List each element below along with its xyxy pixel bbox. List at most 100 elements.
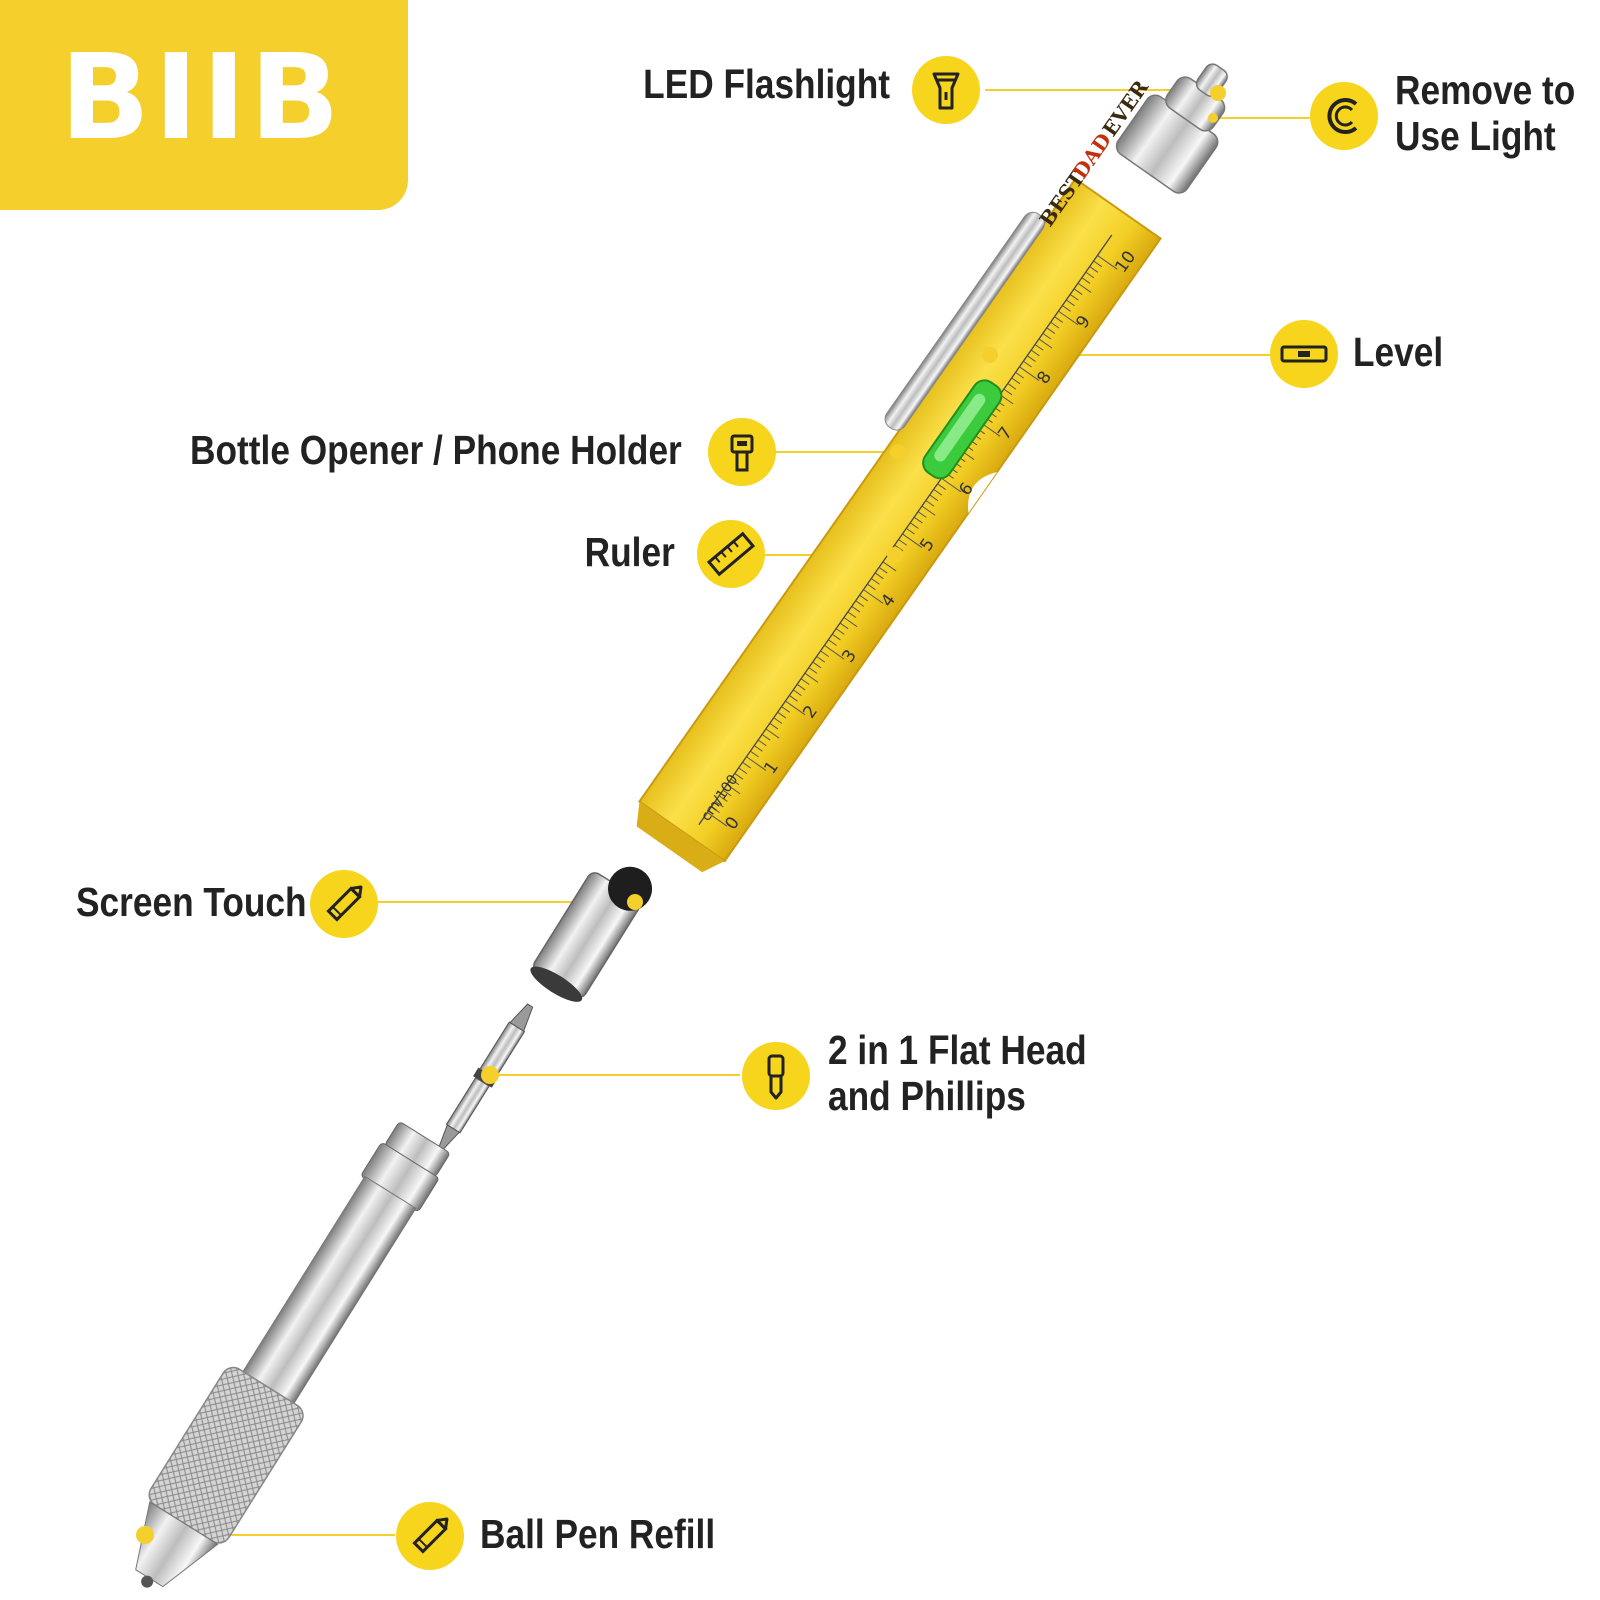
label-level: Level bbox=[1353, 329, 1444, 375]
ruler-tick bbox=[722, 789, 732, 797]
ruler-icon bbox=[697, 520, 765, 588]
ruler-tick bbox=[937, 483, 947, 490]
ruler-tick bbox=[1054, 316, 1064, 323]
ruler-tick bbox=[863, 589, 884, 604]
ruler-tick bbox=[808, 667, 818, 674]
ruler-tick bbox=[711, 806, 720, 814]
ruler-tick bbox=[757, 739, 767, 747]
ruler-tick bbox=[718, 795, 728, 802]
label-led-flashlight: LED Flashlight bbox=[643, 61, 890, 107]
stylus-icon bbox=[310, 870, 378, 938]
ruler-tick bbox=[1062, 305, 1071, 312]
label-remove-line2: Use Light bbox=[1395, 112, 1556, 159]
pen-icon bbox=[396, 1502, 464, 1570]
ruler-tick bbox=[789, 695, 798, 702]
ruler-tick bbox=[769, 722, 779, 730]
ruler-tick bbox=[761, 734, 771, 741]
ruler-tick bbox=[874, 572, 884, 580]
ruler-tick bbox=[870, 578, 880, 585]
ruler-tick bbox=[1003, 388, 1013, 396]
ruler-tick bbox=[925, 500, 935, 507]
ruler-tick bbox=[1085, 271, 1095, 279]
ruler-tick bbox=[792, 689, 802, 697]
flashlight-icon bbox=[912, 56, 980, 124]
ruler-tick bbox=[1093, 260, 1103, 268]
ruler-tick bbox=[1065, 299, 1075, 307]
ruler-tick bbox=[742, 761, 752, 769]
engraving-dad: DAD bbox=[1068, 128, 1116, 183]
ruler-tick bbox=[1007, 383, 1017, 390]
screwdriver-icon bbox=[742, 1042, 810, 1110]
label-screwdriver-line1: 2 in 1 Flat Head bbox=[828, 1027, 1087, 1073]
ruler-tick bbox=[1034, 344, 1044, 351]
ruler-tick bbox=[750, 750, 759, 758]
ruler-tick bbox=[1077, 282, 1092, 293]
ruler-tick bbox=[878, 566, 888, 574]
label-ruler: Ruler bbox=[584, 529, 675, 575]
ruler-tick bbox=[929, 494, 939, 502]
ruler-tick bbox=[941, 477, 962, 493]
ruler-tick bbox=[734, 773, 744, 780]
ruler-tick bbox=[816, 656, 826, 663]
ruler-tick bbox=[1058, 310, 1079, 326]
ruler-tick bbox=[1097, 255, 1118, 270]
ruler-tick bbox=[753, 745, 763, 752]
ruler-tick bbox=[867, 583, 876, 591]
label-remove-line1: Remove to bbox=[1395, 67, 1576, 113]
ruler-tick bbox=[804, 672, 819, 683]
ruler-tick bbox=[917, 511, 927, 518]
ruler-tick bbox=[898, 539, 908, 546]
ruler-tick bbox=[1038, 338, 1053, 349]
ruler-tick bbox=[831, 633, 841, 641]
ruler-tick bbox=[835, 628, 845, 635]
ruler-tick bbox=[812, 661, 822, 669]
ruler-tick bbox=[1073, 288, 1083, 295]
label-screen-touch: Screen Touch bbox=[76, 879, 307, 925]
ruler-tick bbox=[820, 650, 830, 658]
ruler-tick bbox=[1089, 266, 1099, 273]
ruler-tick bbox=[726, 784, 741, 795]
ruler-tick bbox=[851, 605, 861, 613]
ruler-tick bbox=[1011, 377, 1021, 385]
ruler-tick bbox=[1069, 293, 1079, 301]
ruler-tick bbox=[1050, 321, 1060, 329]
ruler-tick bbox=[921, 505, 936, 516]
ruler-tick bbox=[839, 622, 849, 630]
ruler-tick bbox=[847, 611, 857, 619]
ruler-tick bbox=[765, 728, 780, 739]
ruler-tick bbox=[906, 527, 915, 535]
bottle-opener-icon bbox=[708, 418, 776, 486]
ruler-tick bbox=[777, 711, 787, 719]
ruler-tick bbox=[902, 533, 923, 549]
ruler-tick bbox=[828, 639, 837, 646]
ruler-tick bbox=[714, 800, 724, 808]
brand-logo: BIIB bbox=[60, 28, 344, 166]
level-icon bbox=[1270, 320, 1338, 388]
ruler-tick bbox=[800, 678, 810, 685]
ruler-tick bbox=[1030, 349, 1040, 357]
ruler-tick bbox=[707, 812, 728, 827]
ruler-tick bbox=[1046, 327, 1056, 334]
ruler-tick bbox=[773, 717, 783, 724]
ruler-tick bbox=[1019, 366, 1040, 381]
ruler-tick bbox=[1042, 332, 1052, 340]
ruler-tick bbox=[738, 767, 748, 775]
ruler-tick bbox=[843, 617, 858, 628]
ruler-tick bbox=[909, 522, 919, 529]
ruler-tick bbox=[855, 600, 865, 607]
label-bottle-opener: Bottle Opener / Phone Holder bbox=[190, 427, 682, 473]
label-ball-pen-refill: Ball Pen Refill bbox=[480, 1511, 716, 1557]
ruler-tick bbox=[933, 488, 943, 496]
ruler-tick bbox=[1015, 371, 1025, 379]
ruler-tick bbox=[746, 756, 767, 771]
ruler-tick bbox=[913, 516, 923, 524]
ruler-tick bbox=[1081, 277, 1091, 284]
label-screwdriver-line2: and Phillips bbox=[828, 1072, 1026, 1119]
label-screwdriver: 2 in 1 Flat Head and Phillips bbox=[828, 1027, 1087, 1120]
ruler-tick bbox=[781, 706, 791, 713]
label-remove-to-use-light: Remove to Use Light bbox=[1395, 67, 1576, 160]
ruler-tick bbox=[796, 683, 806, 691]
ruler-tick bbox=[785, 700, 806, 716]
ruler-tick bbox=[824, 644, 845, 660]
